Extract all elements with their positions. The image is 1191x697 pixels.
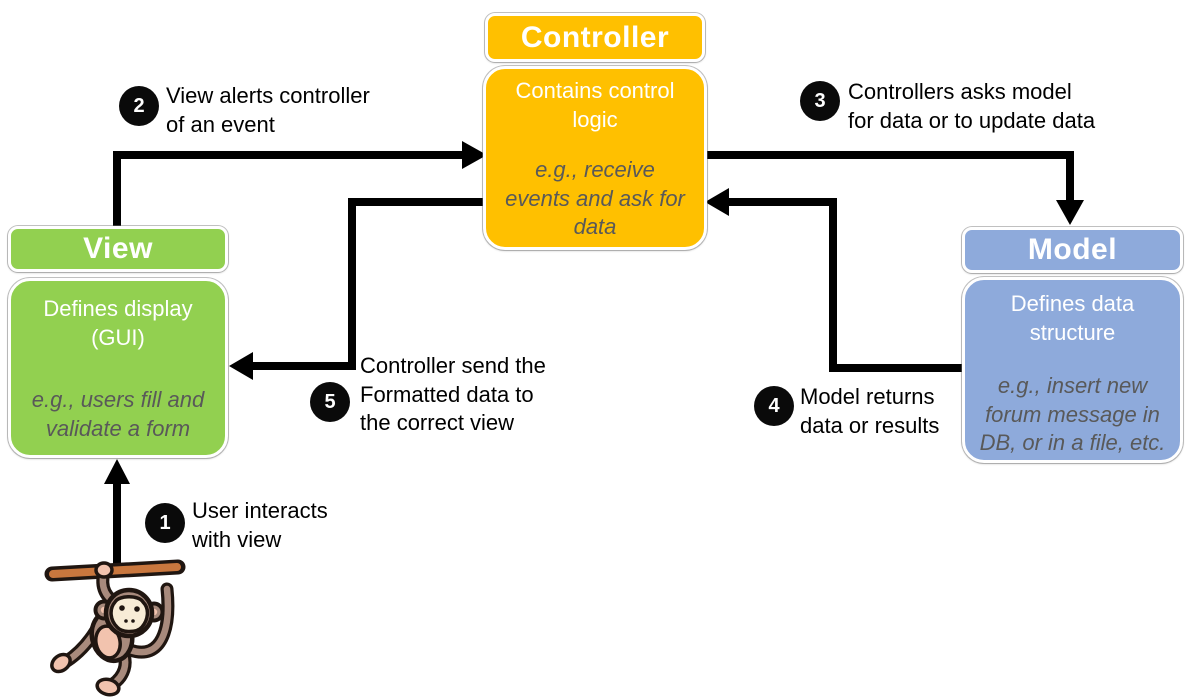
step-5-number: 5 (324, 390, 336, 413)
controller-example: e.g., receive events and ask for data (505, 157, 685, 240)
model-title-box: Model (962, 227, 1183, 273)
view-example: e.g., users fill and validate a form (31, 387, 205, 441)
controller-title-box: Controller (485, 13, 705, 62)
step-5-label: Controller send the Formatted data to th… (360, 353, 546, 436)
step-3-badge: 3 (800, 81, 840, 121)
arrow-model-to-controller (705, 188, 966, 372)
controller-body-box: Contains control logic e.g., receive eve… (483, 66, 707, 250)
step-2-label: View alerts controller of an event (166, 83, 370, 137)
step-4-label: Model returns data or results (800, 384, 940, 438)
step-4-number: 4 (768, 394, 780, 417)
view-body-box: Defines display (GUI) e.g., users fill a… (8, 278, 228, 458)
arrow-user-to-view (104, 459, 130, 568)
arrow-controller-to-model (703, 151, 1084, 225)
view-description: Defines display (GUI) (43, 296, 193, 350)
step-3-label: Controllers asks model for data or to up… (848, 79, 1096, 133)
step-4-badge: 4 (754, 386, 794, 426)
step-1-badge: 1 (145, 503, 185, 543)
controller-title: Controller (520, 20, 670, 54)
view-title-box: View (8, 226, 228, 272)
arrow-view-to-controller (113, 141, 487, 232)
controller-description: Contains control logic (515, 78, 675, 132)
view-title: View (83, 232, 153, 265)
model-description: Defines data structure (1010, 291, 1135, 345)
model-example: e.g., insert new forum message in DB, or… (979, 373, 1166, 456)
model-title: Model (1027, 233, 1118, 266)
step-2-badge: 2 (119, 86, 159, 126)
step-1-label: User interacts with view (192, 498, 328, 552)
step-2-number: 2 (133, 94, 145, 117)
step-5-badge: 5 (310, 382, 350, 422)
step-3-number: 3 (814, 89, 826, 112)
model-body-box: Defines data structure e.g., insert new … (962, 277, 1183, 463)
monkey-illustration (44, 559, 186, 697)
step-1-number: 1 (159, 511, 171, 534)
